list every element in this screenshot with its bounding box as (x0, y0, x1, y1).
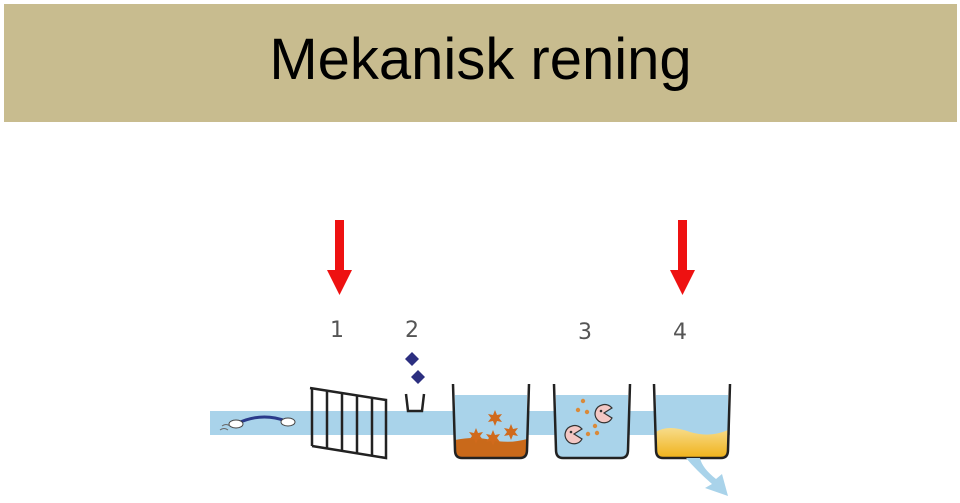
bacteria-icon (564, 424, 583, 445)
debris-icon (219, 415, 296, 431)
settling-tank (451, 383, 531, 460)
title-bar: Mekanisk rening (4, 4, 957, 122)
stage-label-3: 3 (578, 320, 592, 345)
bacteria-icon (594, 403, 613, 424)
outflow-arrow-icon (686, 458, 728, 496)
arrow-stage-4 (670, 220, 695, 295)
stage-label-1: 1 (330, 318, 344, 343)
page-title: Mekanisk rening (269, 26, 692, 92)
chemical-dosing-icon (404, 352, 426, 413)
arrow-stage-1 (327, 220, 352, 295)
final-settling-tank (652, 383, 732, 460)
bar-screen (309, 386, 388, 460)
biological-tank (552, 383, 632, 460)
stage-label-4: 4 (673, 320, 687, 345)
stage-label-2: 2 (405, 318, 419, 343)
